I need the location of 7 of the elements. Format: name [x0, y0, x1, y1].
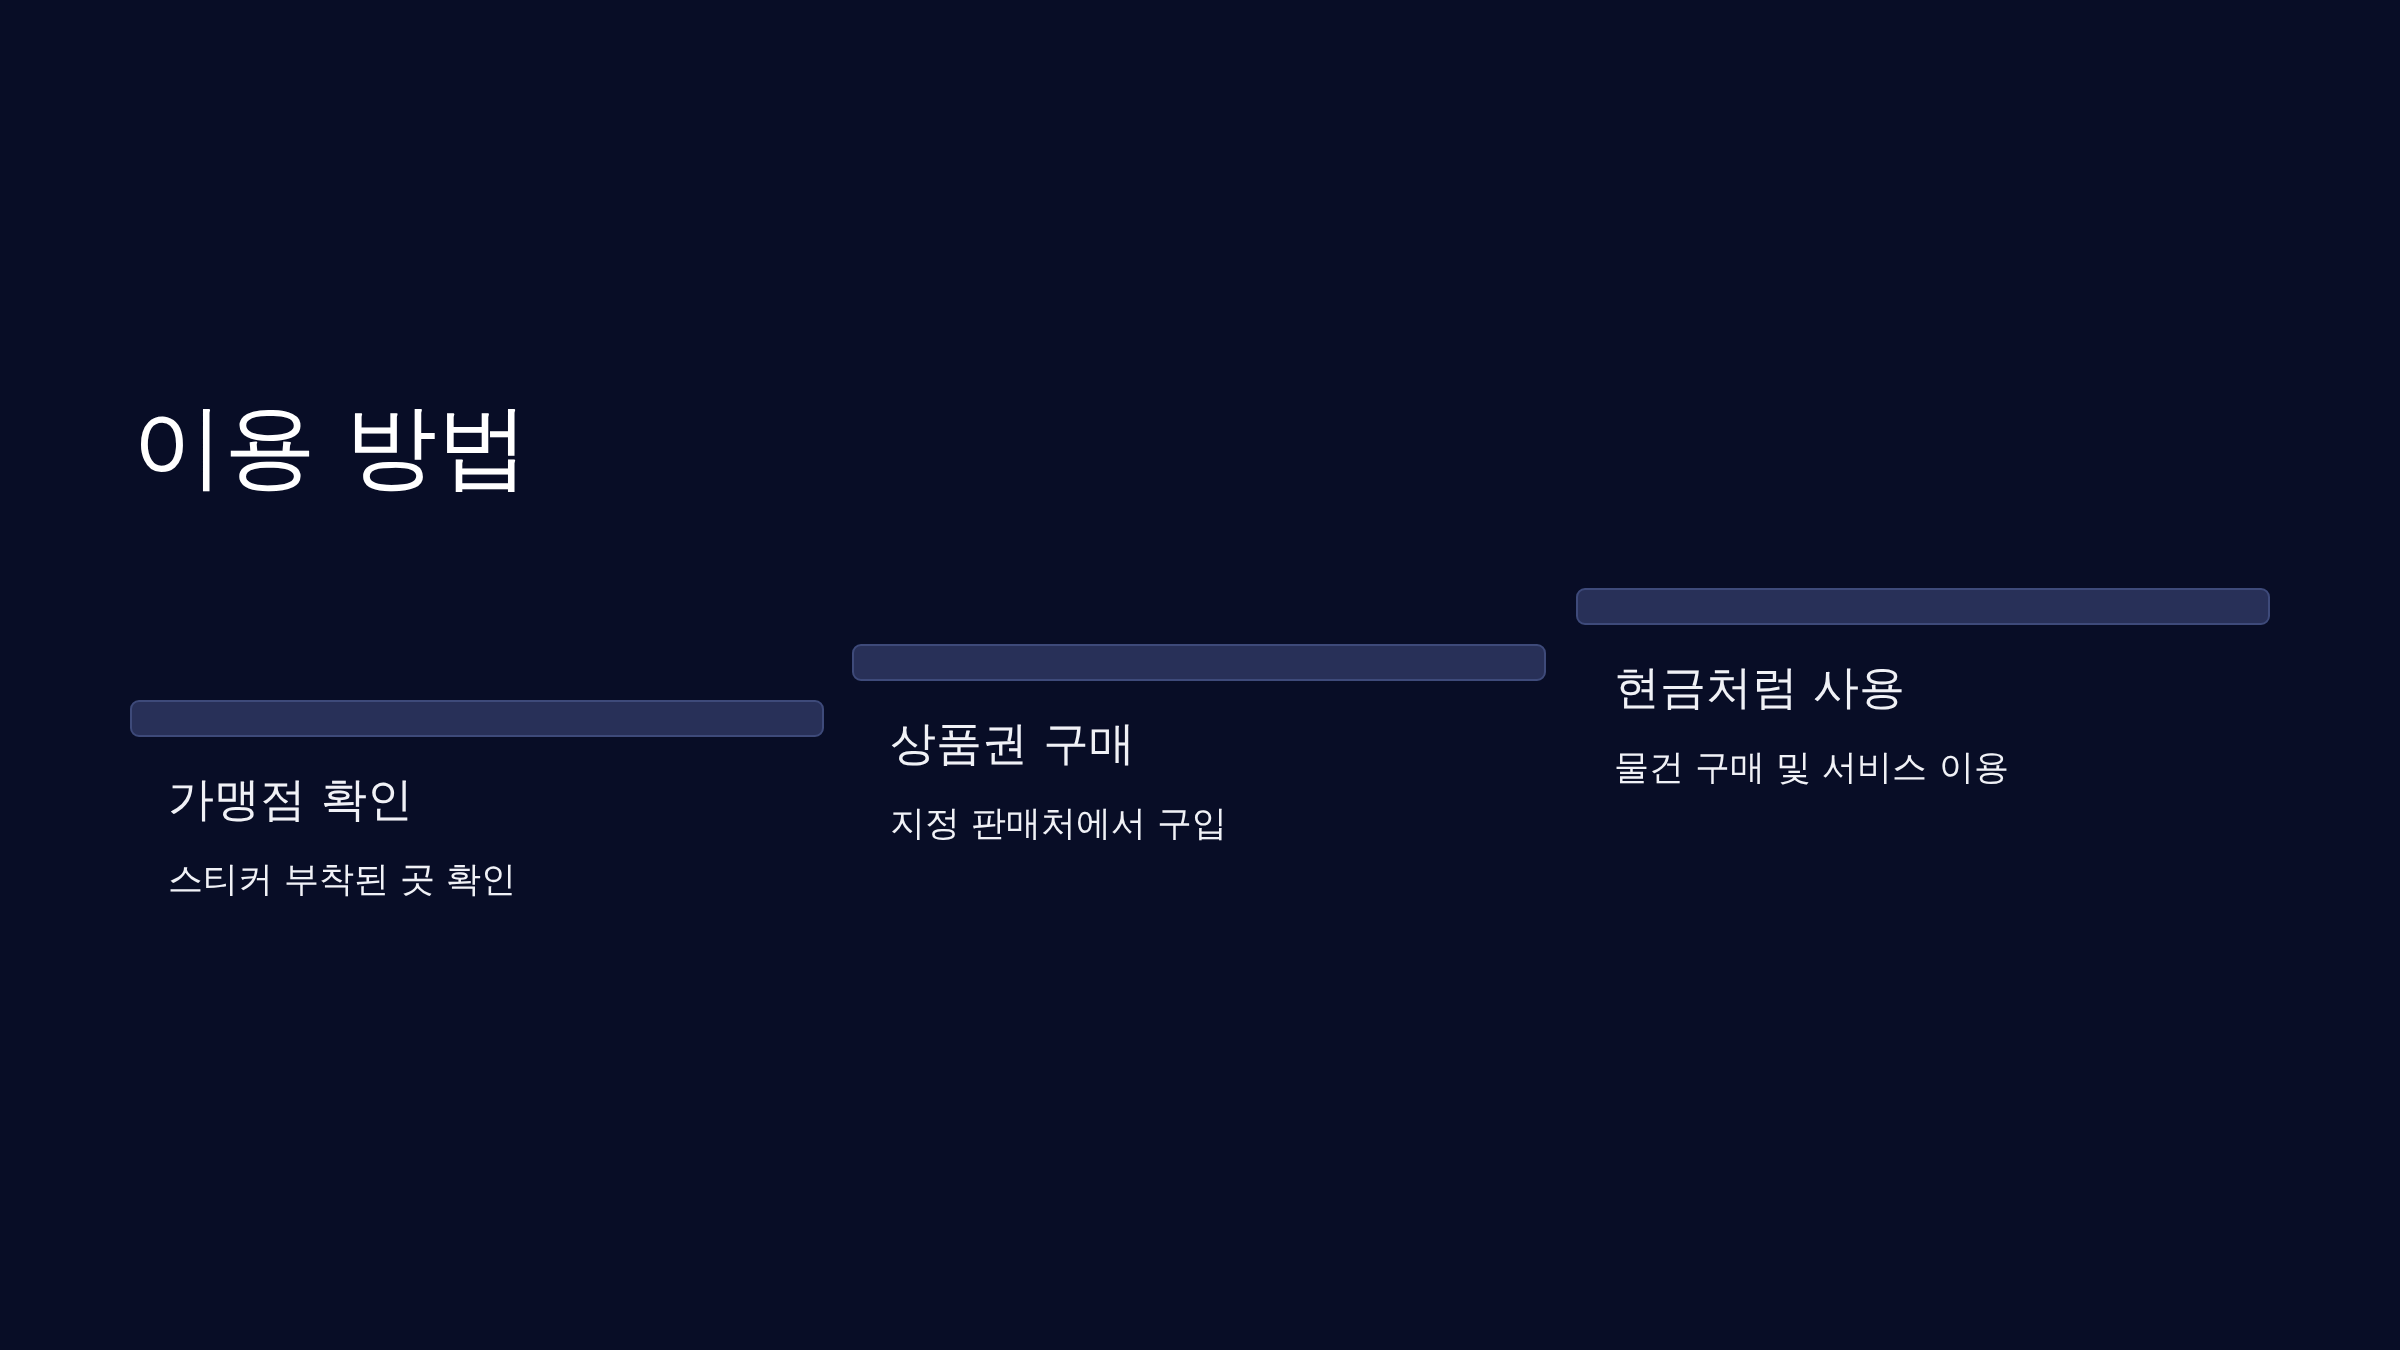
- step-description: 지정 판매처에서 구입: [890, 802, 1228, 844]
- step-title: 가맹점 확인: [168, 772, 413, 828]
- step-title: 상품권 구매: [890, 716, 1135, 772]
- step-title: 현금처럼 사용: [1614, 660, 1905, 716]
- step-description: 스티커 부착된 곳 확인: [168, 858, 517, 900]
- step-description: 물건 구매 및 서비스 이용: [1614, 746, 2009, 788]
- slide-title: 이용 방법: [132, 392, 530, 502]
